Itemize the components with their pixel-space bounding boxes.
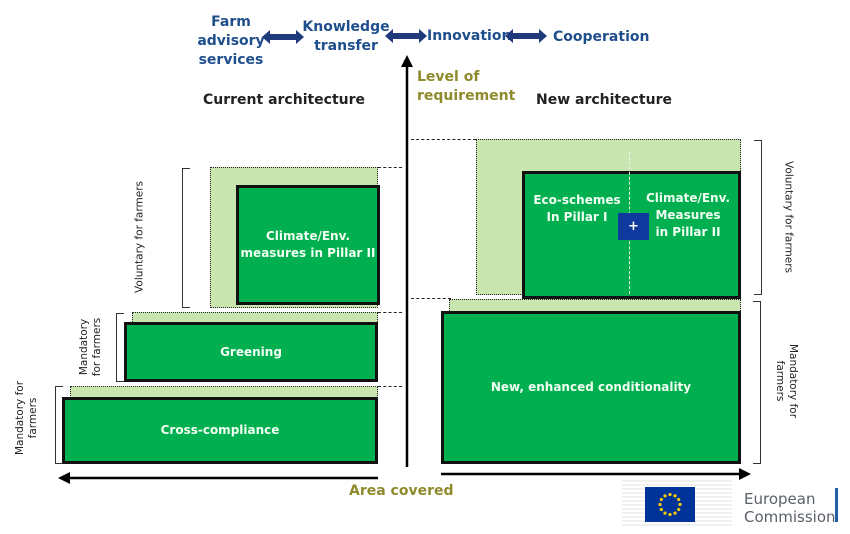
- mandatory-greening-line2: for farmers: [91, 317, 103, 377]
- knowledge-transfer-line1: Knowledge: [302, 19, 390, 35]
- eco-schemes-line1: Eco-schemes: [533, 193, 621, 207]
- eu-star-icon: [668, 512, 672, 517]
- guide-line: [378, 167, 402, 168]
- ec-logo-line2: Commission: [744, 508, 836, 526]
- eco-schemes-text: Eco-schemes In Pillar I: [525, 192, 629, 226]
- farm-advisory-services-label: Farm advisory services: [196, 13, 266, 70]
- ec-logo-text: European Commission: [744, 490, 836, 526]
- greening-text: Greening: [220, 344, 282, 359]
- y-axis-label-line1: Level of: [417, 69, 480, 85]
- guide-line: [378, 386, 402, 387]
- knowledge-transfer-label: Knowledge transfer: [302, 18, 390, 56]
- mandatory-brace-right: [753, 301, 761, 464]
- guide-line: [411, 139, 476, 140]
- eco-climate-box: Eco-schemes In Pillar I Climate/Env. Mea…: [522, 152, 741, 299]
- ec-logo-line1: European: [744, 490, 816, 508]
- climate-box-line2: measures in Pillar II: [240, 246, 376, 260]
- knowledge-transfer-line2: transfer: [314, 38, 378, 54]
- greening-box: Greening: [124, 322, 378, 382]
- climate-measures-text: Climate/Env. Measures in Pillar II: [635, 190, 741, 241]
- mandatory-greening-line1: Mandatory: [78, 318, 90, 376]
- climate-box-line1: Climate/Env.: [265, 229, 351, 243]
- double-arrow-icon: [262, 30, 304, 44]
- innovation-label: Innovation: [427, 28, 512, 44]
- y-axis-label-line2: requirement: [417, 88, 516, 104]
- eu-star-icon: [663, 511, 667, 515]
- farm-advisory-line2: advisory: [197, 33, 265, 49]
- mandatory-right-line1: Mandatory for: [787, 343, 799, 419]
- conditionality-text: New, enhanced conditionality: [490, 380, 692, 394]
- mandatory-cc-label: Mandatory for farmers: [14, 381, 40, 455]
- mandatory-greening-label: Mandatory for farmers: [78, 318, 104, 377]
- conditionality-box: New, enhanced conditionality: [441, 311, 741, 464]
- eu-flag-icon: [645, 487, 695, 522]
- guide-line: [411, 298, 451, 299]
- double-arrow-icon: [385, 29, 427, 43]
- cross-compliance-text: Cross-compliance: [160, 423, 280, 437]
- eu-star-icon: [658, 502, 662, 507]
- climate-pillar2-box: Climate/Env. measures in Pillar II: [236, 185, 380, 305]
- mandatory-cc-brace: [55, 386, 63, 464]
- current-architecture-title: Current architecture: [203, 92, 366, 108]
- mandatory-right-line2: farmers: [774, 360, 786, 402]
- eu-star-icon: [677, 507, 681, 512]
- voluntary-brace-right: [754, 140, 762, 295]
- mandatory-cc-line1: Mandatory for: [14, 380, 26, 456]
- eu-star-icon: [659, 497, 663, 502]
- farm-advisory-line3: services: [198, 52, 264, 68]
- x-axis-left-arrow: [58, 472, 378, 484]
- eco-schemes-line2: In Pillar I: [546, 210, 608, 224]
- plus-icon: +: [628, 219, 639, 234]
- guide-line: [378, 312, 402, 313]
- eu-star-icon: [668, 492, 672, 497]
- farm-advisory-line1: Farm: [211, 14, 251, 30]
- eu-star-icon: [678, 502, 682, 507]
- double-arrow-icon: [505, 29, 547, 43]
- mandatory-greening-brace: [116, 313, 124, 382]
- eu-star-icon: [659, 507, 663, 512]
- voluntary-brace: [182, 168, 190, 308]
- y-axis-label: Level of requirement: [417, 68, 515, 106]
- eu-star-icon: [673, 511, 677, 515]
- plus-badge: +: [618, 213, 649, 240]
- y-axis-arrow: [401, 55, 413, 467]
- x-axis-right-arrow: [441, 468, 751, 480]
- cooperation-label: Cooperation: [553, 29, 650, 45]
- climate-measures-line2: Measures: [655, 208, 721, 222]
- voluntary-for-farmers-label: Voluntary for farmers: [133, 181, 146, 293]
- climate-measures-line3: in Pillar II: [655, 225, 721, 239]
- eu-star-icon: [677, 497, 681, 502]
- mandatory-cc-line2: farmers: [27, 397, 39, 439]
- mandatory-for-farmers-right-label: Mandatory for farmers: [773, 344, 799, 418]
- cross-compliance-box: Cross-compliance: [62, 397, 378, 464]
- eu-star-icon: [663, 494, 667, 498]
- climate-measures-line1: Climate/Env.: [645, 191, 731, 205]
- ec-logo-bar: [835, 488, 838, 522]
- voluntary-for-farmers-right-label: Voluntary for farmers: [782, 161, 795, 273]
- new-architecture-title: New architecture: [536, 92, 672, 108]
- x-axis-label: Area covered: [349, 483, 454, 499]
- eu-star-icon: [673, 494, 677, 498]
